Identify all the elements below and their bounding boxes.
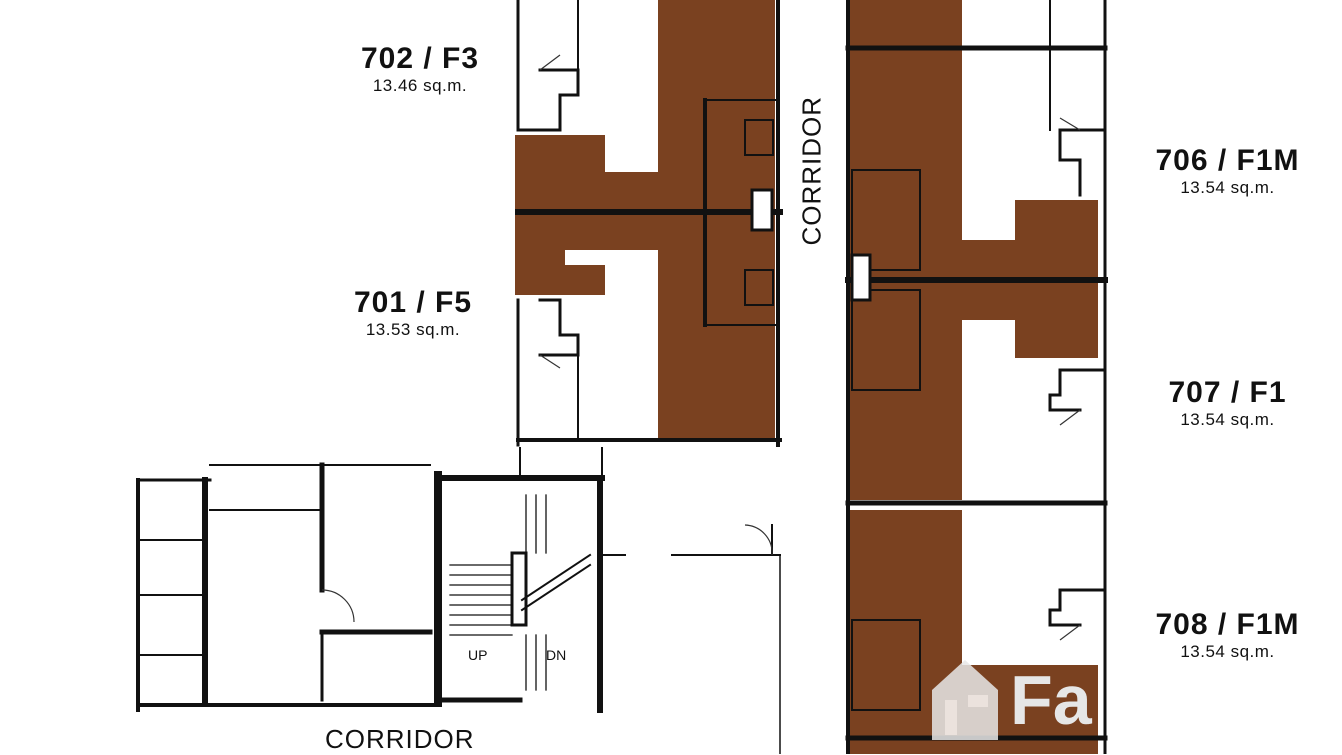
unit-label-701[interactable]: 701 / F5 13.53 sq.m. xyxy=(318,286,508,339)
unit-area: 13.53 sq.m. xyxy=(365,320,461,339)
watermark-text: Fa xyxy=(1010,661,1092,739)
door-swings xyxy=(321,54,1081,641)
unit-label-706[interactable]: 706 / F1M 13.54 sq.m. xyxy=(1130,144,1325,197)
unit-label-707[interactable]: 707 / F1 13.54 sq.m. xyxy=(1130,376,1325,429)
unit-code: 702 / F3 xyxy=(360,42,480,75)
stair-up-label: UP xyxy=(468,647,488,663)
watermark-logo xyxy=(932,660,998,740)
stair-down-label: DN xyxy=(546,647,567,663)
unit-area: 13.54 sq.m. xyxy=(1180,642,1275,661)
corridor-label-vertical: CORRIDOR xyxy=(796,95,827,246)
unit-code: 701 / F5 xyxy=(353,286,473,319)
unit-code: 706 / F1M xyxy=(1155,144,1300,177)
unit-label-702[interactable]: 702 / F3 13.46 sq.m. xyxy=(325,42,515,95)
unit-code: 708 / F1M xyxy=(1155,608,1300,641)
unit-area: 13.46 sq.m. xyxy=(372,76,468,95)
unit-label-708[interactable]: 708 / F1M 13.54 sq.m. xyxy=(1130,608,1325,661)
corridor-label-bottom: CORRIDOR xyxy=(325,724,475,754)
unit-area: 13.54 sq.m. xyxy=(1180,410,1275,429)
zone-701-702[interactable] xyxy=(515,0,775,438)
highlighted-zones xyxy=(515,0,1098,754)
unit-code: 707 / F1 xyxy=(1168,376,1287,409)
walls xyxy=(136,0,1108,754)
zone-706-707[interactable] xyxy=(848,0,1098,500)
unit-area: 13.54 sq.m. xyxy=(1180,178,1275,197)
